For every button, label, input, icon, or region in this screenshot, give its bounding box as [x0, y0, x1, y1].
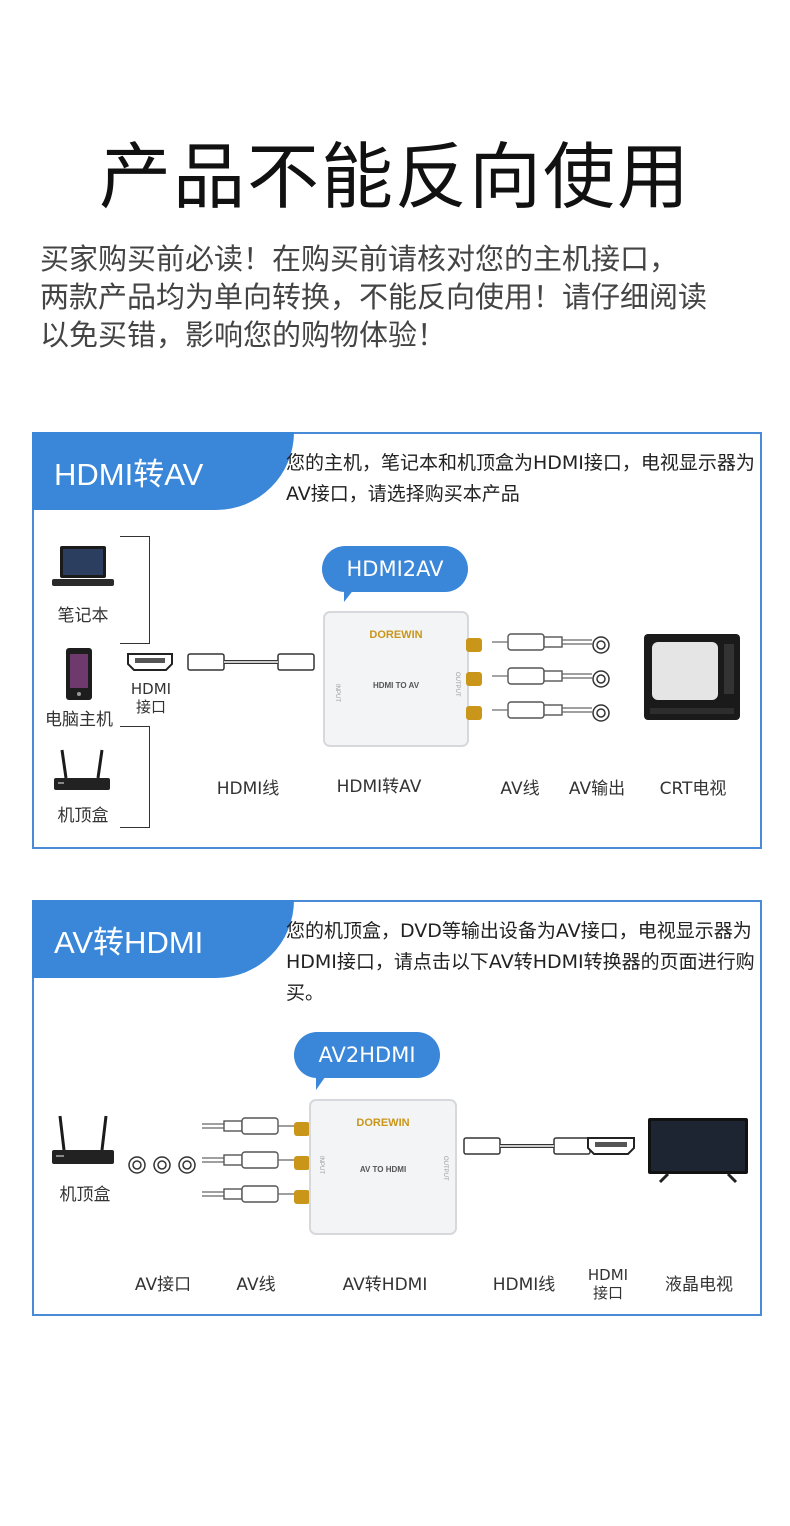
- page-title: 产品不能反向使用: [98, 135, 691, 219]
- box-center-label: HDMI TO AV: [373, 681, 420, 690]
- box-brand: DOREWIN: [356, 1117, 409, 1129]
- label-converter: AV转HDMI: [342, 1275, 428, 1295]
- box-center-label: AV TO HDMI: [360, 1165, 406, 1174]
- box-output-label: OUTPUT: [454, 672, 460, 697]
- label-av-port: AV接口: [134, 1275, 192, 1295]
- bubble-tail: [316, 1070, 330, 1090]
- converter-box: DOREWIN AV TO HDMI INPUT OUTPUT: [309, 1099, 457, 1235]
- box-output-label: OUTPUT: [442, 1156, 448, 1181]
- panel-tag-label: AV转HDMI: [54, 924, 204, 960]
- panel-tag-label: HDMI转AV: [54, 456, 204, 492]
- device-label-stb: 机顶盒: [59, 1185, 111, 1205]
- rca-jacks-icon: [294, 1122, 310, 1204]
- label-hdmi-cable: HDMI线: [492, 1275, 556, 1295]
- device-label-pc: 电脑主机: [45, 710, 113, 730]
- hdmi-cable-icon: [187, 653, 315, 671]
- label-av-cable: AV线: [236, 1275, 276, 1295]
- intro-line-2: 两款产品均为单向转换，不能反向使用！请仔细阅读: [40, 280, 708, 314]
- converter-box: DOREWIN HDMI TO AV INPUT OUTPUT: [323, 611, 469, 747]
- av-cables-icon: [202, 1117, 302, 1203]
- panel-tag: HDMI转AV: [32, 432, 294, 510]
- av-cables-icon: [492, 633, 592, 719]
- label-av-output: AV输出: [568, 779, 626, 799]
- panel-tag: AV转HDMI: [32, 900, 294, 978]
- hdmi-to-av-panel: HDMI转AV 您的主机，笔记本和机顶盒为HDMI接口，电视显示器为AV接口，请…: [32, 432, 762, 849]
- set-top-box-icon: [52, 1115, 114, 1164]
- device-label-stb: 机顶盒: [57, 806, 109, 826]
- hdmi-port-icon: [127, 653, 173, 671]
- box-input-label: INPUT: [318, 1156, 324, 1174]
- box-input-label: INPUT: [334, 684, 340, 702]
- panel-description: 您的机顶盒，DVD等输出设备为AV接口，电视显示器为HDMI接口，请点击以下AV…: [286, 920, 755, 1004]
- label-crt-tv: CRT电视: [659, 779, 727, 799]
- hdmi-port-icon: [587, 1137, 635, 1155]
- panel-description: 您的主机，笔记本和机顶盒为HDMI接口，电视显示器为AV接口，请选择购买本产品: [286, 452, 755, 505]
- label-converter: HDMI转AV: [336, 777, 422, 797]
- model-bubble-label: AV2HDMI: [318, 1043, 416, 1067]
- hdmi-cable-icon: [463, 1137, 591, 1155]
- device-bracket: [120, 726, 150, 828]
- hdmi-port-label: HDMI 接口: [130, 680, 172, 716]
- intro-text: 买家购买前必读！在购买前请核对您的主机接口， 两款产品均为单向转换，不能反向使用…: [40, 240, 760, 354]
- intro-line-1: 买家购买前必读！在购买前请核对您的主机接口，: [40, 242, 679, 276]
- av-input-rings-icon: [128, 1156, 196, 1174]
- label-av-cable: AV线: [500, 779, 540, 799]
- box-brand: DOREWIN: [369, 629, 422, 641]
- av-to-hdmi-panel: AV转HDMI 您的机顶盒，DVD等输出设备为AV接口，电视显示器为HDMI接口…: [32, 900, 762, 1316]
- label-hdmi-cable: HDMI线: [216, 779, 280, 799]
- hdmi-port-label: HDMI 接口: [587, 1266, 629, 1302]
- set-top-box-icon: [54, 749, 110, 790]
- model-bubble-label: HDMI2AV: [346, 557, 444, 581]
- label-lcd-tv: 液晶电视: [665, 1275, 733, 1295]
- device-label-laptop: 笔记本: [57, 606, 109, 626]
- crt-tv-icon: [644, 634, 740, 720]
- device-bracket: [120, 536, 150, 644]
- laptop-icon: [52, 546, 114, 586]
- pc-tower-icon: [66, 648, 92, 700]
- av-output-rings-icon: [592, 636, 610, 722]
- rca-jacks-icon: [466, 638, 482, 720]
- bubble-tail: [344, 584, 358, 602]
- lcd-tv-icon: [648, 1118, 748, 1184]
- intro-line-3: 以免买错，影响您的购物体验！: [40, 318, 447, 352]
